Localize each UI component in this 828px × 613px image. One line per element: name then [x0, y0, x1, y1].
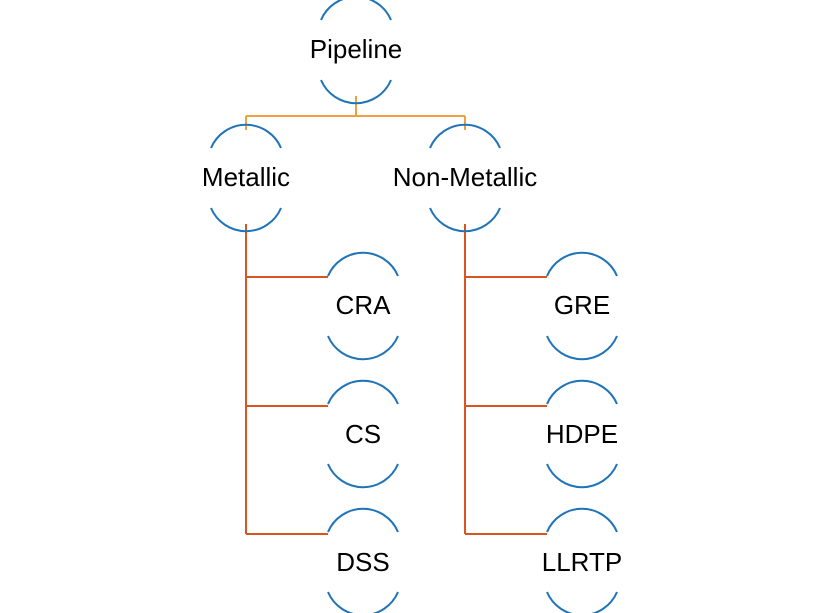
node-cs-label: CS: [345, 419, 381, 449]
node-gre-top-arc: [546, 251, 618, 277]
node-pipeline: Pipeline: [310, 0, 403, 105]
root-to-groups-connector: [245, 96, 466, 130]
node-gre: GRE: [546, 251, 618, 361]
node-llrtp-label: LLRTP: [542, 547, 622, 577]
node-dss-bottom-arc: [327, 591, 399, 613]
node-hdpe-bottom-arc: [546, 463, 618, 489]
node-cs-bottom-arc: [327, 463, 399, 489]
metallic-connectors: [245, 224, 328, 535]
metallic-children-connector: [245, 224, 328, 535]
node-pipeline-bottom-arc: [320, 79, 392, 105]
node-dss: DSS: [327, 507, 399, 613]
root-connectors: [245, 96, 466, 130]
node-llrtp-bottom-arc: [546, 591, 618, 613]
node-non-metallic-bottom-arc: [429, 207, 501, 233]
node-non-metallic: Non-Metallic: [393, 123, 538, 233]
node-non-metallic-top-arc: [429, 123, 501, 149]
node-cra: CRA: [327, 251, 399, 361]
node-cra-label: CRA: [336, 290, 392, 320]
node-metallic-top-arc: [210, 123, 282, 149]
non-metallic-connectors: [464, 224, 547, 535]
node-llrtp-top-arc: [546, 507, 618, 533]
node-cra-top-arc: [327, 251, 399, 277]
node-metallic-bottom-arc: [210, 207, 282, 233]
node-metallic: Metallic: [202, 123, 290, 233]
node-hdpe: HDPE: [546, 379, 618, 489]
node-metallic-label: Metallic: [202, 162, 290, 192]
node-cs: CS: [327, 379, 399, 489]
node-hdpe-label: HDPE: [546, 419, 618, 449]
non-metallic-children-connector: [464, 224, 547, 535]
node-pipeline-label: Pipeline: [310, 34, 403, 64]
node-non-metallic-label: Non-Metallic: [393, 162, 538, 192]
node-cra-bottom-arc: [327, 335, 399, 361]
node-gre-bottom-arc: [546, 335, 618, 361]
node-llrtp: LLRTP: [542, 507, 622, 613]
node-cs-top-arc: [327, 379, 399, 405]
node-hdpe-top-arc: [546, 379, 618, 405]
node-dss-label: DSS: [336, 547, 389, 577]
node-gre-label: GRE: [554, 290, 610, 320]
node-pipeline-top-arc: [320, 0, 392, 21]
node-dss-top-arc: [327, 507, 399, 533]
